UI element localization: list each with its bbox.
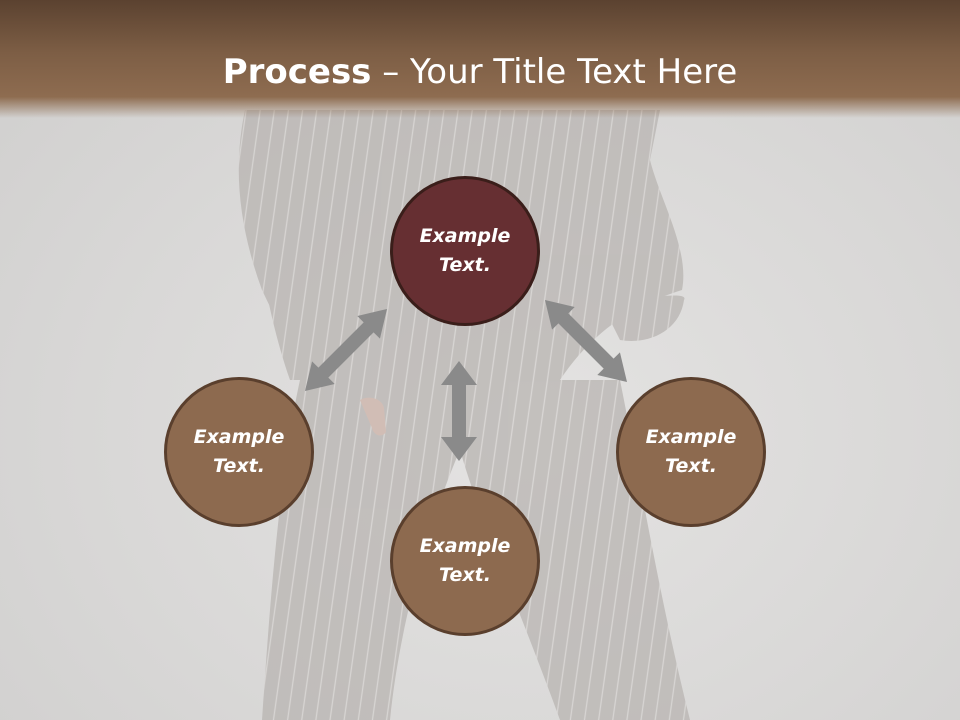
node-label-line1: Example xyxy=(419,225,511,247)
process-node-top[interactable]: Example Text. xyxy=(390,176,540,326)
slide-title: Process – Your Title Text Here xyxy=(0,52,960,92)
process-node-right[interactable]: Example Text. xyxy=(616,377,766,527)
title-bar xyxy=(0,0,960,118)
title-light: – Your Title Text Here xyxy=(382,52,738,92)
arrow-top-bottom xyxy=(441,361,477,461)
node-label-line2: Text. xyxy=(213,455,265,477)
node-label: Example Text. xyxy=(636,423,746,481)
node-label-line1: Example xyxy=(645,426,737,448)
node-label: Example Text. xyxy=(184,423,294,481)
arrow-top-left xyxy=(304,308,388,392)
title-strong: Process xyxy=(222,52,372,92)
node-label-line2: Text. xyxy=(439,564,491,586)
node-label-line1: Example xyxy=(419,535,511,557)
node-label-line2: Text. xyxy=(665,455,717,477)
node-label-line2: Text. xyxy=(439,254,491,276)
arrow-top-right xyxy=(544,299,628,383)
node-label: Example Text. xyxy=(410,222,520,280)
process-node-left[interactable]: Example Text. xyxy=(164,377,314,527)
node-label: Example Text. xyxy=(410,532,520,590)
node-label-line1: Example xyxy=(193,426,285,448)
process-node-bottom[interactable]: Example Text. xyxy=(390,486,540,636)
